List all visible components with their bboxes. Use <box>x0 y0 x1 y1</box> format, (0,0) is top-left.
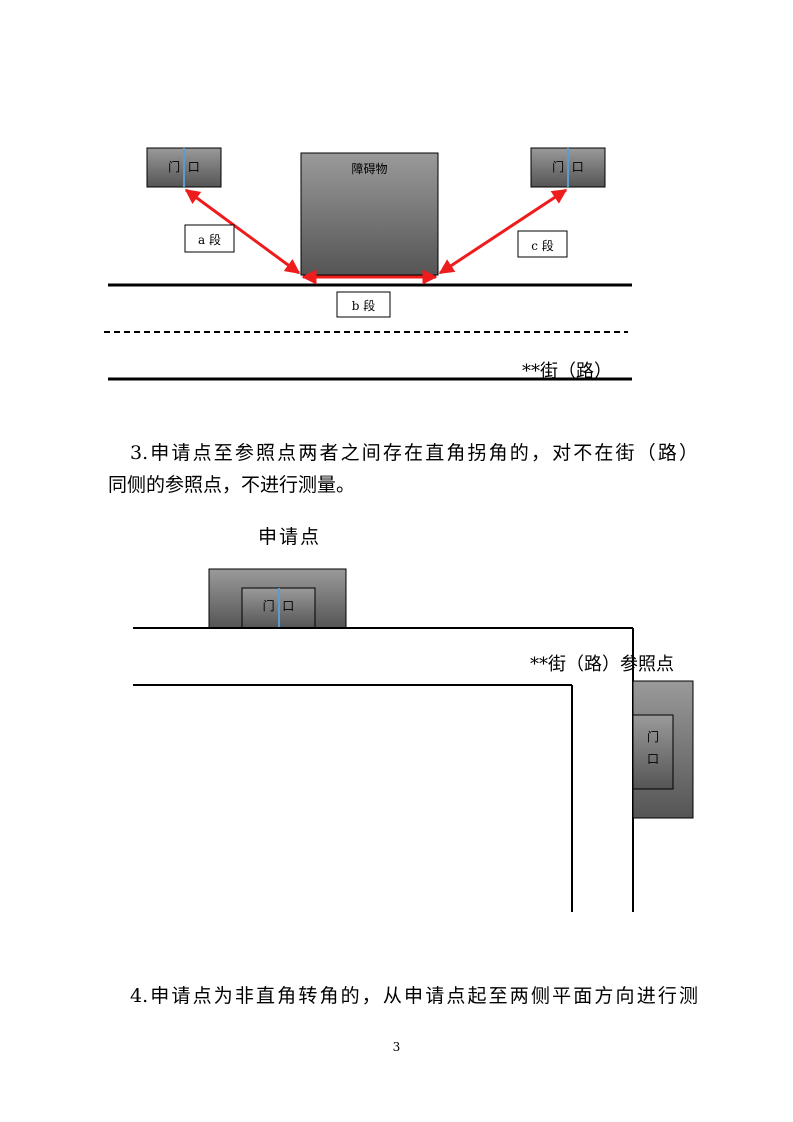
right-angle-diagram <box>133 568 694 912</box>
paragraph-4: 4.申请点为非直角转角的，从申请点起至两侧平面方向进行测 <box>108 980 698 1012</box>
seg-a-box <box>184 224 235 253</box>
paragraph-4-line-1: 4.申请点为非直角转角的，从申请点起至两侧平面方向进行测 <box>130 985 698 1007</box>
seg-b-label: b 段 <box>351 299 376 313</box>
reference-door-label-2: 口 <box>646 752 659 766</box>
page-number: 3 <box>392 1040 401 1054</box>
arrow-seg-a <box>184 188 301 275</box>
obstacle-box <box>300 152 439 276</box>
paragraph-3: 3.申请点至参照点两者之间存在直角拐角的，对不在街（路） 同侧的参照点，不进行测… <box>108 437 698 501</box>
paragraph-3-line-1: 3.申请点至参照点两者之间存在直角拐角的，对不在街（路） <box>130 442 698 464</box>
applicant-door-label: 门 口 <box>262 599 295 613</box>
reference-door-label-1: 门 <box>646 730 659 744</box>
door-label-right: 门 口 <box>552 160 584 174</box>
obstacle-label: 障碍物 <box>351 162 388 176</box>
arrow-seg-c <box>438 188 568 275</box>
door-label-left: 门 口 <box>168 160 200 174</box>
street-label-1: **街（路） <box>522 361 612 382</box>
reference-door-box <box>632 714 674 790</box>
paragraph-3-line-2: 同侧的参照点，不进行测量。 <box>108 474 356 496</box>
seg-b-box <box>336 291 391 318</box>
seg-c-label: c 段 <box>531 239 554 253</box>
obstacle-diagram <box>104 147 632 381</box>
seg-a-label: a 段 <box>198 233 221 247</box>
street-reference-label: **街（路）参照点 <box>530 654 674 675</box>
applicant-label: 申请点 <box>258 526 322 548</box>
seg-c-box <box>517 230 568 258</box>
